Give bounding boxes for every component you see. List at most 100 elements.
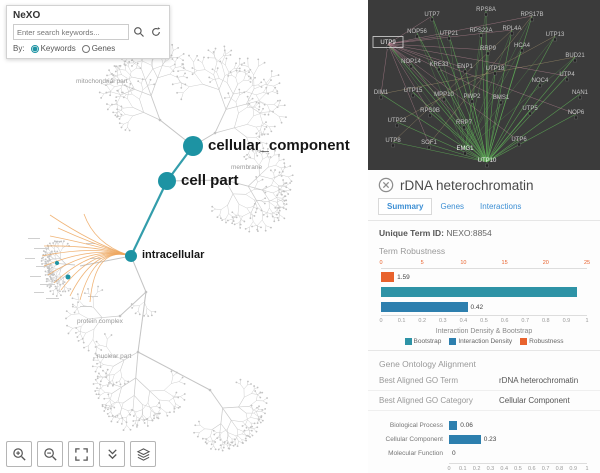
network-node-label-utp10[interactable]: UTP10	[478, 158, 497, 164]
network-node-label-utp9[interactable]: UTP9	[380, 40, 396, 46]
legend-swatch	[449, 338, 457, 345]
network-node-label-utp15[interactable]: UTP15	[404, 88, 423, 94]
zoom-in-button[interactable]	[6, 441, 32, 467]
axis-tick: 0.7	[541, 466, 550, 472]
network-node-label-bms1[interactable]: BMS1	[493, 95, 510, 101]
legend-swatch	[520, 338, 528, 345]
network-node-label-utp21[interactable]: UTP21	[440, 31, 459, 37]
network-node-label-kre33[interactable]: KRE33	[429, 62, 449, 68]
network-node-label-rps8a[interactable]: RPS8A	[476, 7, 496, 13]
layers-button[interactable]	[130, 441, 156, 467]
reset-search-button[interactable]	[149, 25, 163, 39]
axis-tick: 0.2	[472, 466, 481, 472]
bar-value-label: 0	[452, 450, 456, 457]
axis-tick: 0.5	[514, 466, 522, 472]
network-node-label-utp7[interactable]: UTP7	[424, 12, 440, 18]
network-node-label-nop14[interactable]: NOP14	[401, 59, 421, 65]
top-axis-tick: 0	[379, 260, 383, 266]
network-node-label-noc4[interactable]: NOC4	[532, 78, 549, 84]
double-chevron-icon	[107, 448, 117, 459]
axis-tick: 0.1	[458, 466, 467, 472]
tree-node-circle-intracellular[interactable]	[125, 250, 137, 262]
search-by-label: By:	[13, 44, 25, 53]
bar-value-label: 0.06	[460, 422, 473, 429]
axis-tick: 0	[447, 466, 451, 472]
tiny-label-smudges	[25, 238, 101, 307]
network-node-label-sof1[interactable]: SOF1	[421, 140, 437, 146]
tree-node-label-mitochondrial-part[interactable]: mitochondrial part	[76, 78, 128, 85]
search-panel: NeXO By:	[6, 5, 170, 59]
tree-node-circle-cell-part[interactable]	[158, 172, 176, 190]
genes-radio[interactable]	[81, 44, 90, 53]
network-node-label-mpp10[interactable]: MPP10	[434, 92, 454, 98]
network-node-label-rps17b[interactable]: RPS17B	[520, 12, 543, 18]
genes-radio-option[interactable]: Genes	[81, 44, 115, 53]
bar-biological-process	[449, 421, 458, 430]
network-node-label-hca4[interactable]: HCA4	[514, 43, 531, 49]
network-node-label-pwp2[interactable]: PWP2	[463, 94, 481, 100]
network-node-label-dim1[interactable]: DIM1	[374, 90, 389, 96]
tree-node-label-cellular-component[interactable]: cellular_component	[208, 136, 350, 154]
tree-node-label-cell-part[interactable]: cell part	[181, 171, 239, 189]
legend-item-bootstrap: Bootstrap	[404, 338, 441, 345]
top-axis-tick: 5	[420, 260, 424, 266]
bottom-axis-tick: 0.2	[418, 318, 427, 324]
bar-interaction-density	[381, 302, 468, 312]
network-node-label-utp18[interactable]: UTP18	[486, 66, 505, 72]
network-node-label-nop56[interactable]: NOP56	[407, 29, 427, 35]
network-node-label-bud21[interactable]: BUD21	[565, 53, 585, 59]
network-node-label-utp13[interactable]: UTP13	[546, 32, 565, 38]
ontology-tree-canvas[interactable]	[0, 0, 368, 473]
map-toolbar	[6, 441, 156, 467]
network-node-label-nop6[interactable]: NOP6	[568, 110, 585, 116]
tree-node-label-nuclear-part[interactable]: nuclear part	[97, 353, 132, 360]
tab-interactions[interactable]: Interactions	[472, 199, 529, 214]
detail-tabs: Summary Genes Interactions	[378, 198, 590, 215]
tree-node-label-intracellular[interactable]: intracellular	[142, 249, 205, 262]
network-node-label-utp22[interactable]: UTP22	[388, 118, 407, 124]
network-node-label-utp8[interactable]: UTP8	[385, 138, 401, 144]
network-node-label-rrp9[interactable]: RRP9	[480, 46, 497, 52]
keywords-radio[interactable]	[30, 44, 39, 53]
search-button[interactable]	[132, 25, 146, 39]
network-node-label-rpl4a[interactable]: RPL4A	[502, 26, 521, 32]
robustness-heading: Term Robustness	[379, 246, 446, 256]
tree-node-circle-cellular-component[interactable]	[183, 136, 203, 156]
network-node-label-enp1[interactable]: ENP1	[457, 64, 473, 70]
zoom-out-button[interactable]	[37, 441, 63, 467]
network-node-label-emg1[interactable]: EMG1	[456, 146, 474, 152]
legend-label: Robustness	[529, 338, 564, 345]
close-icon[interactable]	[378, 177, 394, 193]
tab-genes[interactable]: Genes	[432, 199, 472, 214]
collapse-button[interactable]	[99, 441, 125, 467]
network-node-label-utp5[interactable]: UTP5	[522, 106, 538, 112]
gene-network-panel[interactable]: UTP7 RPS8A RPS17B NOP56 UTP21 RPS22A RPL4A UTP1…	[368, 0, 600, 170]
bar-robustness	[381, 272, 395, 282]
axis-tick: 0.3	[486, 466, 495, 472]
tree-node-label-protein-complex[interactable]: protein complex	[77, 318, 123, 325]
network-node-label-nan1[interactable]: NAN1	[572, 90, 589, 96]
network-node-label-rps22a[interactable]: RPS22A	[469, 28, 492, 34]
top-axis-tick: 20	[542, 260, 549, 266]
search-input[interactable]	[13, 24, 129, 40]
orange-association-edges	[41, 213, 132, 303]
keywords-radio-option[interactable]: Keywords	[30, 44, 76, 53]
go-category-label: Best Aligned GO Category	[379, 396, 473, 405]
network-node-label-utp6[interactable]: UTP6	[511, 137, 527, 143]
axis-tick: 0.6	[527, 466, 536, 472]
fit-screen-button[interactable]	[68, 441, 94, 467]
zoom-out-icon	[43, 447, 57, 461]
tree-node-label-membrane[interactable]: membrane	[231, 164, 263, 171]
network-node-label-utp4[interactable]: UTP4	[559, 72, 575, 78]
network-node-label-rrp7[interactable]: RRP7	[456, 120, 473, 126]
tree-branches	[40, 38, 294, 452]
tab-summary[interactable]: Summary	[378, 198, 433, 215]
bar-value-label: 0.42	[470, 303, 484, 311]
bottom-axis-line	[381, 315, 587, 316]
axis-line	[449, 463, 587, 464]
network-node-label-rps9b[interactable]: RPS9B	[420, 108, 440, 114]
gene-network-canvas[interactable]: UTP7 RPS8A RPS17B NOP56 UTP21 RPS22A RPL4A UTP1…	[368, 0, 600, 170]
